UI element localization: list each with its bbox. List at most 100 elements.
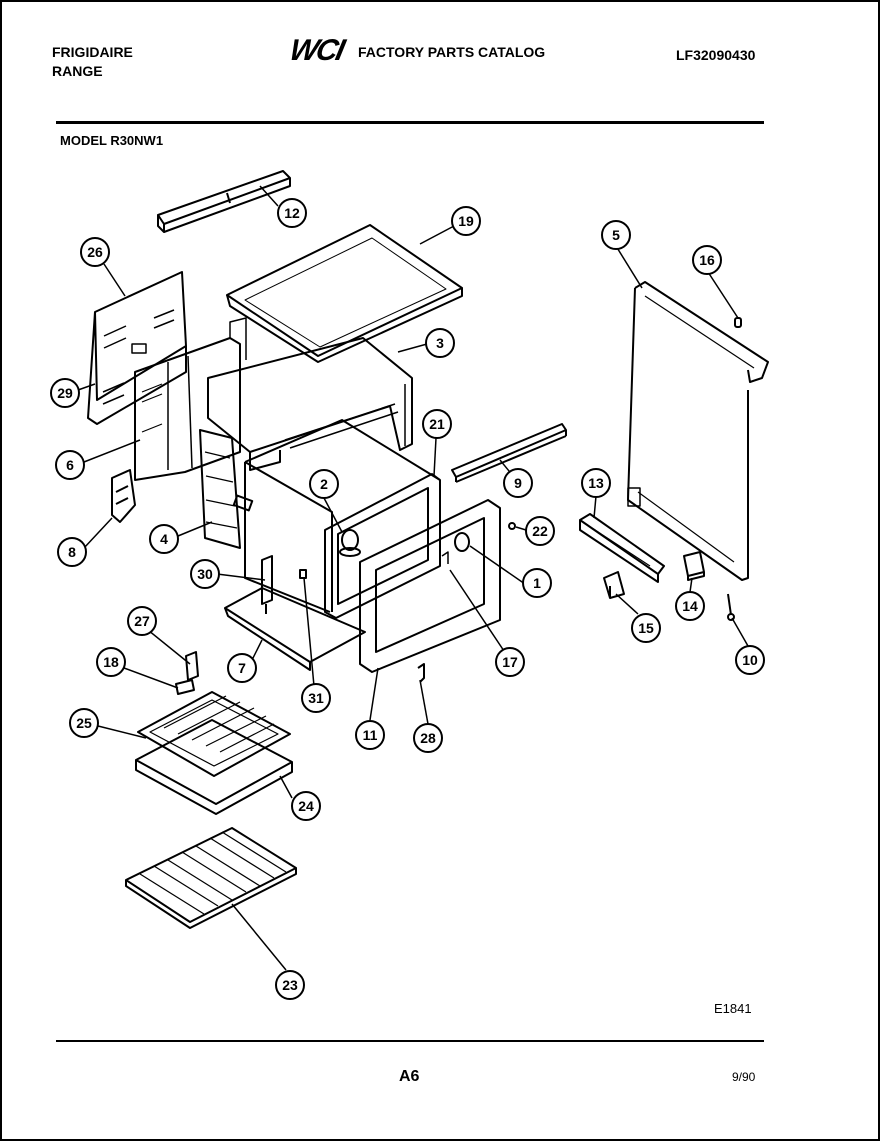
callout-circle: [227, 653, 257, 683]
callout-2: 2: [309, 469, 339, 499]
callout-label: 17: [502, 654, 518, 670]
callout-label: 24: [298, 798, 314, 814]
callout-26: 26: [80, 237, 110, 267]
part-11-front-frame: [359, 499, 501, 673]
callout-29: 29: [50, 378, 80, 408]
callout-31: 31: [301, 683, 331, 713]
callout-label: 3: [436, 335, 444, 351]
header-rule: [56, 121, 764, 124]
callout-16: 16: [692, 245, 722, 275]
callout-label: 10: [742, 652, 758, 668]
callout-28: 28: [413, 723, 443, 753]
part-12-trim-strip: [157, 170, 291, 233]
callout-5: 5: [601, 220, 631, 250]
callout-circle: [57, 537, 87, 567]
callout-18: 18: [96, 647, 126, 677]
callout-circle: [425, 328, 455, 358]
callout-23: 23: [275, 970, 305, 1000]
callout-label: 13: [588, 475, 604, 491]
part-2-oven-light: [339, 529, 361, 557]
callout-circle: [631, 613, 661, 643]
page-number: A6: [399, 1068, 420, 1085]
callout-label: 31: [308, 690, 324, 706]
callout-6: 6: [55, 450, 85, 480]
catalog-number: LF32090430: [676, 47, 756, 63]
model-label: MODEL R30NW1: [60, 133, 164, 148]
callout-circle: [55, 450, 85, 480]
callout-label: 14: [682, 598, 698, 614]
callout-7: 7: [227, 653, 257, 683]
callout-label: 28: [420, 730, 436, 746]
callout-circle: [413, 723, 443, 753]
revision-date: 9/90: [732, 1070, 756, 1084]
callout-8: 8: [57, 537, 87, 567]
callout-label: 11: [363, 727, 378, 743]
footer-rule: [56, 1040, 764, 1042]
part-30-bracket: [261, 555, 273, 614]
callout-label: 4: [160, 531, 168, 547]
callout-11: 11: [355, 720, 385, 750]
part-22-screw: [508, 522, 516, 530]
callout-1: 1: [522, 568, 552, 598]
callout-circle: [127, 606, 157, 636]
callout-label: 8: [68, 544, 76, 560]
catalog-title: FACTORY PARTS CATALOG: [358, 44, 546, 60]
callout-circle: [495, 647, 525, 677]
callout-27: 27: [127, 606, 157, 636]
callout-circle: [692, 245, 722, 275]
callout-circle: [149, 524, 179, 554]
callout-21: 21: [422, 409, 452, 439]
callout-3: 3: [425, 328, 455, 358]
callout-label: 1: [533, 575, 541, 591]
callout-10: 10: [735, 645, 765, 675]
callout-9: 9: [503, 468, 533, 498]
part-27-bracket: [185, 651, 199, 681]
callout-circle: [601, 220, 631, 250]
callout-circle: [301, 683, 331, 713]
callout-17: 17: [495, 647, 525, 677]
callout-25: 25: [69, 708, 99, 738]
callout-label: 2: [320, 476, 328, 492]
part-7-oven-bottom: [224, 587, 366, 671]
part-19-top-panel: [226, 224, 463, 363]
callout-label: 6: [66, 457, 74, 473]
callout-circle: [675, 591, 705, 621]
part-8-bracket: [111, 469, 136, 523]
callout-19: 19: [451, 206, 481, 236]
callout-label: 15: [638, 620, 654, 636]
callout-circle: [522, 568, 552, 598]
callout-circle: [581, 468, 611, 498]
callout-circle: [190, 559, 220, 589]
callout-label: 9: [514, 475, 522, 491]
part-13-rail: [579, 513, 665, 583]
callout-circle: [355, 720, 385, 750]
callout-circle: [451, 206, 481, 236]
part-14-block: [683, 551, 705, 581]
callout-12: 12: [277, 198, 307, 228]
callout-label: 25: [76, 715, 92, 731]
callout-circle: [277, 198, 307, 228]
callout-label: 23: [282, 977, 298, 993]
callout-label: 21: [429, 416, 445, 432]
callout-label: 7: [238, 660, 246, 676]
callout-14: 14: [675, 591, 705, 621]
callout-13: 13: [581, 468, 611, 498]
part-28-clip: [417, 663, 425, 683]
callout-24: 24: [291, 791, 321, 821]
part-5-side-panel: [627, 281, 769, 581]
callout-circle: [69, 708, 99, 738]
callout-label: 18: [103, 654, 119, 670]
product-label: RANGE: [52, 63, 103, 79]
part-25-broiler-insert: [137, 691, 291, 777]
callout-circle: [50, 378, 80, 408]
callout-label: 26: [87, 244, 103, 260]
callout-label: 12: [284, 205, 300, 221]
part-9-trim-strip: [451, 423, 567, 483]
callout-label: 30: [197, 566, 213, 582]
part-21-gasket-frame: [324, 473, 441, 619]
part-10-screw: [727, 593, 735, 621]
oven-liner: [232, 419, 441, 613]
callout-circle: [735, 645, 765, 675]
drawing-id: E1841: [714, 1001, 752, 1016]
callout-4: 4: [149, 524, 179, 554]
